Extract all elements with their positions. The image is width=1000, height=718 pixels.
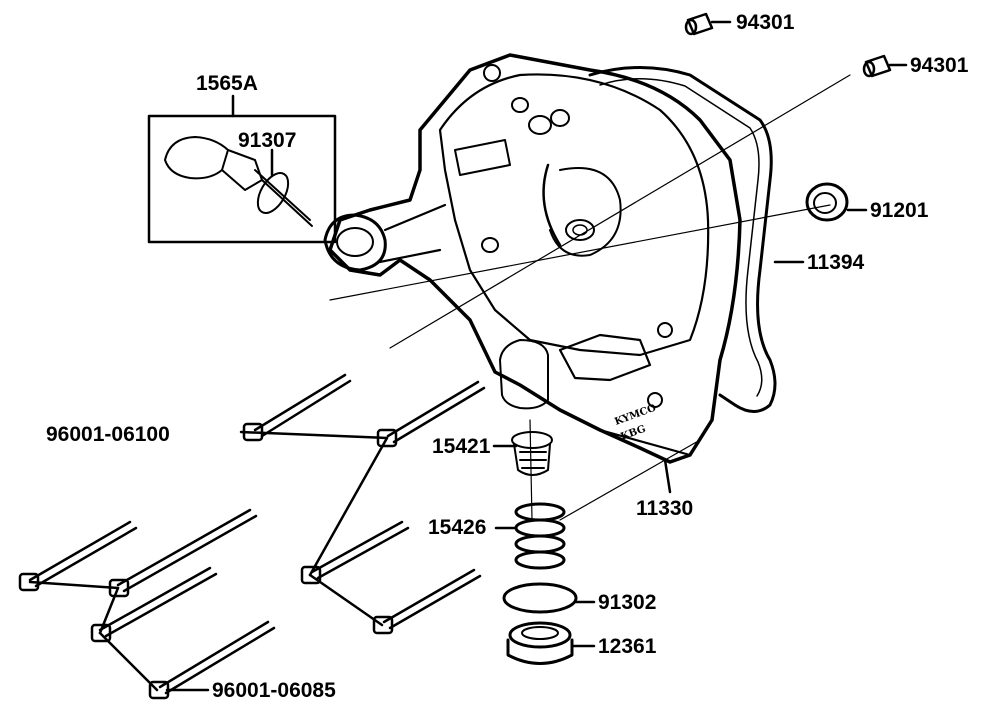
- gasket-11394-inner: [599, 78, 763, 397]
- callout-96001-06085: 96001-06085: [212, 679, 336, 702]
- gasket-11394: [588, 66, 777, 413]
- crankcase-cover-11330: [323, 53, 742, 464]
- callout-11394: 11394: [807, 251, 865, 274]
- bolts: [18, 373, 486, 700]
- oil-seal-91201: [805, 182, 849, 222]
- oil-strainer-15421: [511, 431, 553, 476]
- spring-15426: [514, 502, 566, 570]
- callout-15426: 15426: [428, 516, 487, 539]
- callout-94301-right: 94301: [910, 54, 969, 77]
- callout-12361: 12361: [598, 635, 657, 658]
- oil-dipstick-1565A: [164, 136, 313, 227]
- leader-lines: [28, 20, 908, 692]
- callout-1565a: 1565A: [196, 72, 258, 95]
- callout-11330: 11330: [636, 497, 694, 520]
- dowel-pin-94301-top: [684, 12, 714, 36]
- cover-stamp-line1: KYMCO: [613, 403, 658, 428]
- o-ring-91302: [502, 582, 578, 614]
- callout-91201: 91201: [870, 199, 929, 222]
- center-lines: [329, 74, 851, 521]
- dipstick-kit-box: [147, 114, 337, 244]
- callout-15421: 15421: [432, 435, 491, 458]
- callout-91307: 91307: [238, 129, 297, 152]
- callout-96001-06100: 96001-06100: [46, 423, 170, 446]
- dowel-pin-94301-right: [862, 54, 892, 78]
- callout-91302: 91302: [598, 591, 657, 614]
- o-ring-91307: [256, 172, 290, 214]
- drain-plug-12361: [506, 621, 574, 665]
- callout-94301-top: 94301: [736, 11, 795, 34]
